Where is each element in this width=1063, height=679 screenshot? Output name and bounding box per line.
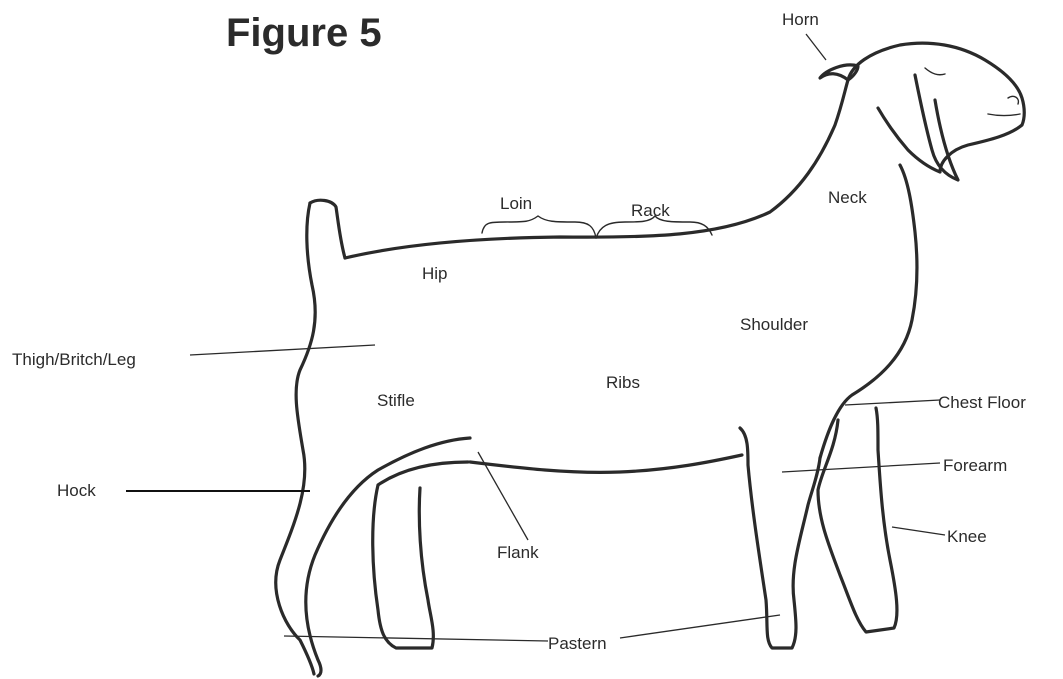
label-pastern: Pastern [548, 634, 607, 653]
label-horn: Horn [782, 10, 819, 29]
far-front-leg-outline [818, 408, 897, 632]
label-thigh: Thigh/Britch/Leg [12, 350, 136, 369]
tail-outline [310, 200, 345, 258]
pastern-leader-right [620, 615, 780, 638]
label-neck: Neck [828, 188, 867, 207]
forearm-leader [782, 463, 940, 472]
figure-title: Figure 5 [226, 11, 382, 55]
back-outline [345, 80, 848, 258]
label-hip: Hip [422, 264, 448, 283]
label-flank: Flank [497, 543, 539, 562]
far-hind-leg-outline [373, 462, 468, 648]
thigh-leader [190, 345, 375, 355]
chest-floor-leader [845, 400, 940, 405]
eye [925, 68, 945, 75]
knee-leader [892, 527, 945, 535]
label-knee: Knee [947, 527, 987, 546]
label-chest-floor: Chest Floor [938, 393, 1026, 412]
loin-brace [482, 216, 596, 238]
horn-leader [806, 34, 826, 60]
rear-leg-outline [276, 203, 315, 674]
label-ribs: Ribs [606, 373, 640, 392]
nostril [1008, 96, 1018, 104]
goat-outline [276, 43, 1024, 676]
ear-outline [915, 75, 958, 180]
label-hock: Hock [57, 481, 96, 500]
label-loin: Loin [500, 194, 532, 213]
label-shoulder: Shoulder [740, 315, 808, 334]
mouth [988, 114, 1020, 116]
label-stifle: Stifle [377, 391, 415, 410]
chest-outline [820, 165, 917, 458]
label-rack: Rack [631, 201, 670, 220]
label-forearm: Forearm [943, 456, 1007, 475]
belly-outline [470, 455, 742, 472]
pastern-leader-left [284, 636, 548, 641]
